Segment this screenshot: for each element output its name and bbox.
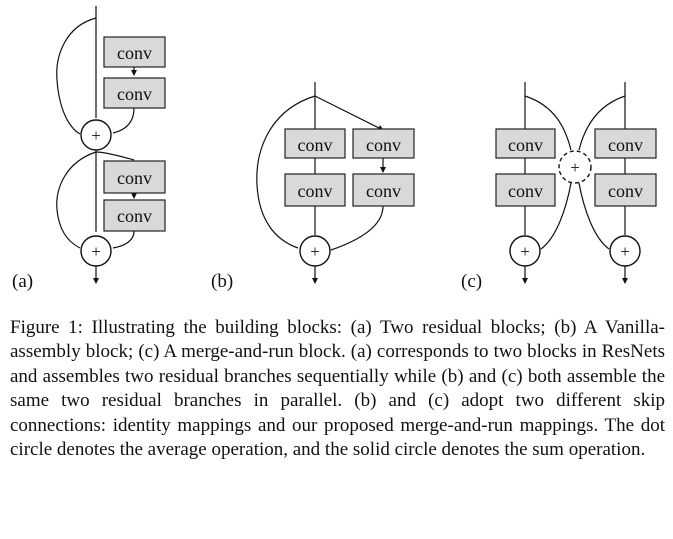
plus-symbol: + — [570, 158, 580, 177]
conv-block: conv — [103, 77, 166, 109]
panel-label-a: (a) — [12, 271, 33, 292]
conv-label: conv — [117, 168, 152, 188]
sum-node: + — [299, 235, 331, 267]
plus-symbol: + — [520, 242, 530, 261]
sum-node: + — [80, 235, 112, 267]
edge-c-avg-to-left-sum — [540, 182, 572, 250]
conv-block: conv — [594, 128, 657, 159]
plus-symbol: + — [620, 242, 630, 261]
sum-node: + — [509, 235, 541, 267]
sum-node: + — [80, 119, 112, 151]
edge-c-left-to-avg — [524, 95, 572, 151]
edge-a-sum1-conv3 — [95, 151, 135, 161]
conv-label: conv — [366, 181, 401, 201]
edge-b-right-merge — [330, 205, 384, 251]
edge-a-conv4-sum2 — [112, 230, 135, 249]
conv-block: conv — [284, 128, 346, 159]
conv-label: conv — [298, 181, 333, 201]
figure-caption: Figure 1: Illustrating the building bloc… — [10, 317, 665, 461]
edge-a-skip-1 — [56, 17, 97, 135]
conv-block: conv — [594, 173, 657, 207]
conv-label: conv — [508, 181, 543, 201]
edge-c-avg-to-right-sum — [578, 182, 610, 250]
panel-b: conv conv conv conv + (b) — [211, 82, 415, 292]
conv-label: conv — [366, 135, 401, 155]
sum-node: + — [609, 235, 641, 267]
plus-symbol: + — [91, 242, 101, 261]
edge-a-skip-2 — [56, 151, 97, 249]
residual-blocks-diagram: conv conv conv conv + + (a) — [12, 6, 657, 292]
conv-block: conv — [495, 128, 556, 159]
conv-block: conv — [103, 199, 166, 232]
plus-symbol: + — [91, 126, 101, 145]
panel-label-c: (c) — [461, 271, 482, 292]
conv-label: conv — [508, 135, 543, 155]
edge-a-conv2-sum1 — [112, 107, 135, 134]
average-node: + — [558, 150, 592, 184]
panel-label-b: (b) — [211, 271, 233, 292]
figure-diagram: conv conv conv conv + + (a) — [12, 6, 657, 292]
conv-label: conv — [117, 43, 152, 63]
conv-block: conv — [352, 128, 415, 159]
conv-block: conv — [495, 173, 556, 207]
conv-label: conv — [608, 135, 643, 155]
edge-c-right-to-avg — [578, 95, 626, 151]
conv-label: conv — [117, 84, 152, 104]
panel-a: conv conv conv conv + + (a) — [12, 6, 166, 292]
conv-block: conv — [352, 173, 415, 207]
edge-b-split-right — [314, 95, 384, 131]
conv-block: conv — [284, 173, 346, 207]
edge-b-skip — [256, 95, 316, 249]
panel-c: conv conv conv conv + + + (c) — [461, 82, 657, 292]
conv-block: conv — [103, 36, 166, 68]
conv-label: conv — [298, 135, 333, 155]
conv-block: conv — [103, 160, 166, 194]
plus-symbol: + — [310, 242, 320, 261]
conv-label: conv — [117, 206, 152, 226]
conv-label: conv — [608, 181, 643, 201]
